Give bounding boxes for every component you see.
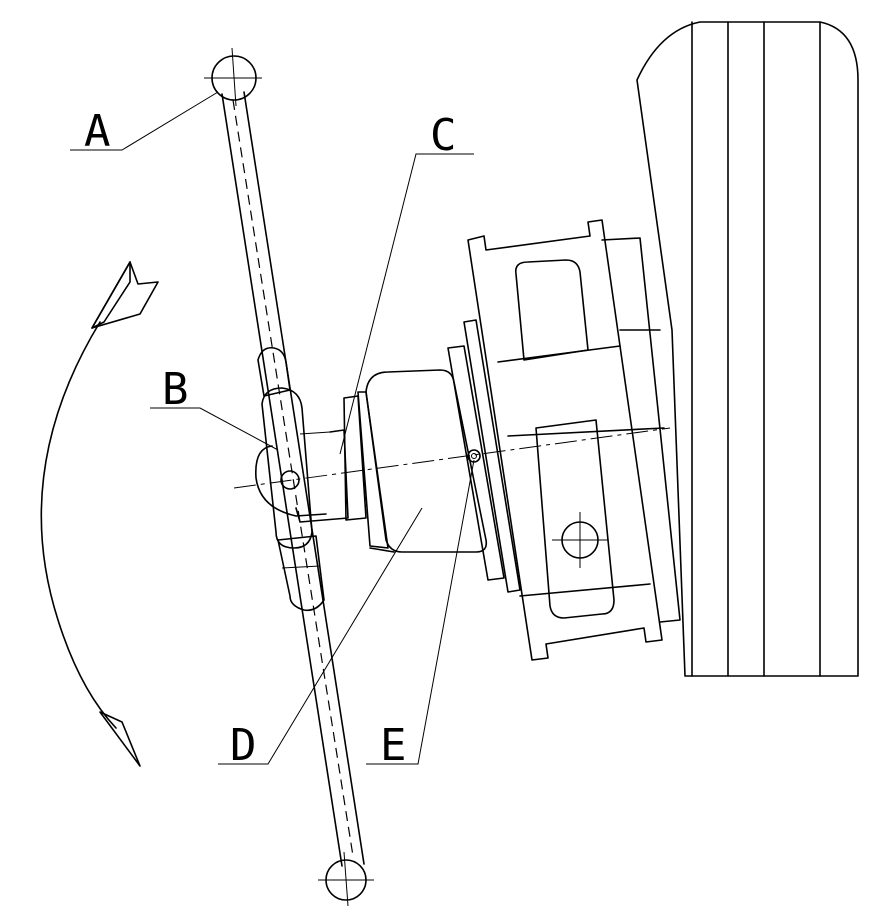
- wheel: [636, 21, 859, 677]
- lower-pivot-ball: [318, 851, 374, 907]
- flange-plates: [447, 319, 521, 593]
- assembly-centerline: [233, 427, 671, 489]
- label-b: B: [162, 364, 189, 415]
- label-a: A: [84, 106, 111, 157]
- rotation-arrow: [40, 261, 159, 767]
- leader-lines: [70, 91, 475, 765]
- clevis-b: [255, 387, 331, 549]
- main-housing: [467, 219, 681, 661]
- lever-arm: [221, 91, 365, 867]
- label-d: D: [230, 720, 257, 771]
- label-e: E: [380, 720, 407, 771]
- upper-pivot-ball: [204, 47, 262, 107]
- gearbox-d: [357, 369, 488, 553]
- label-c: C: [430, 110, 457, 161]
